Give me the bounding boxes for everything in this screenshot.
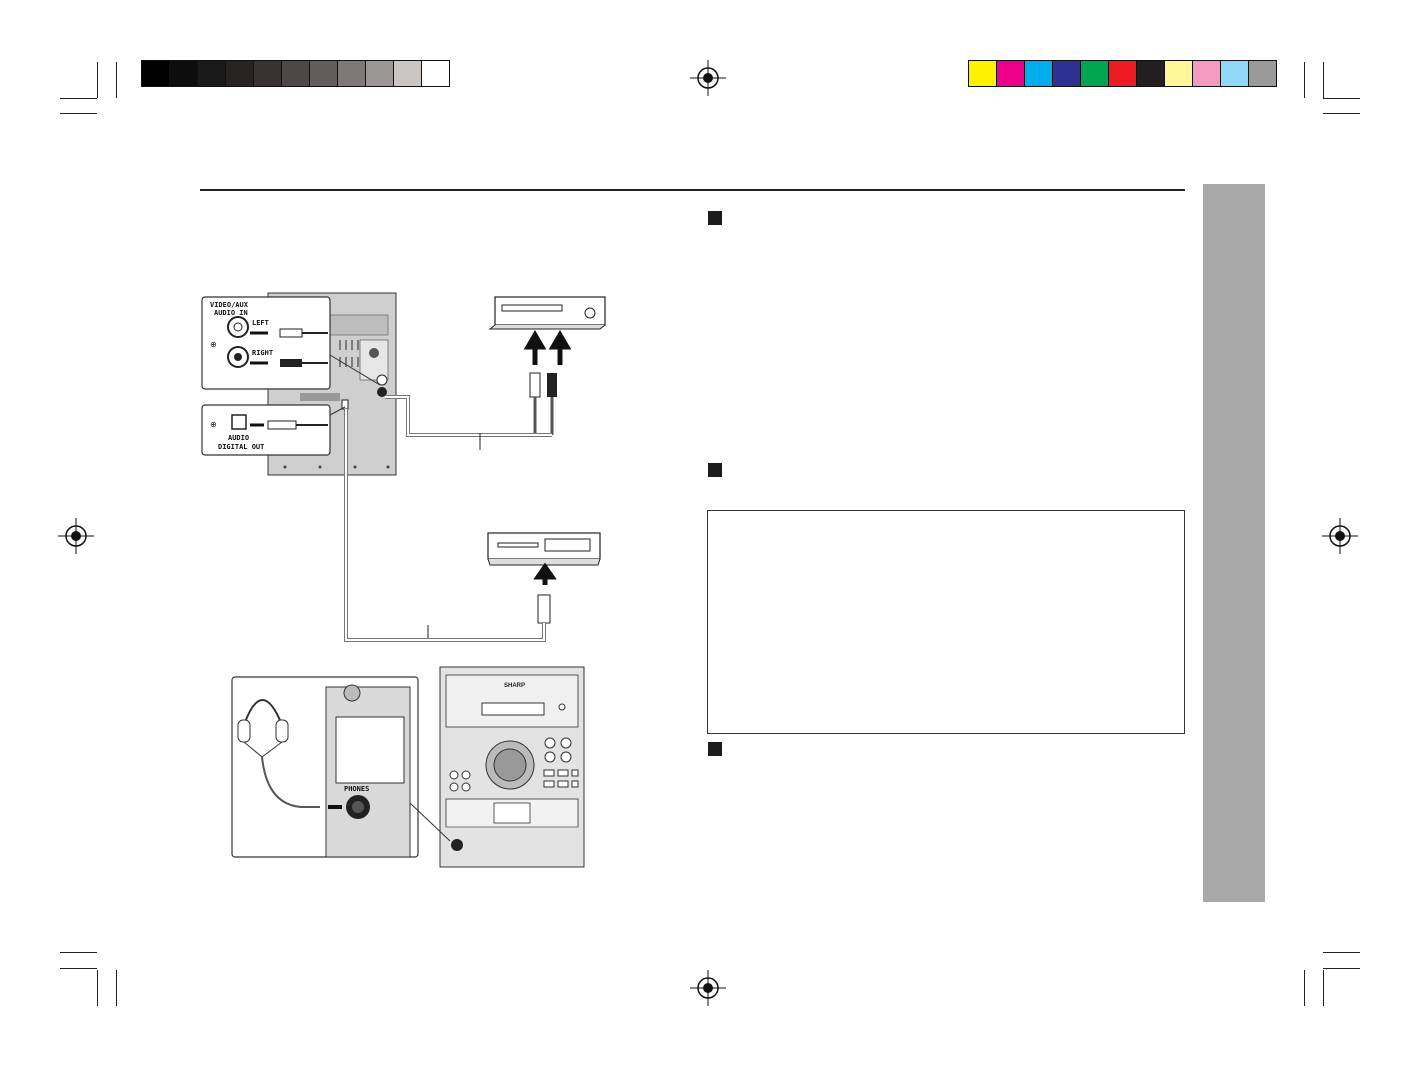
calibration-swatch (197, 60, 226, 87)
aux-left-label: LEFT (252, 319, 269, 327)
crop-mark (1323, 952, 1360, 953)
section-tab (1203, 184, 1265, 902)
header-rule (200, 189, 1185, 191)
calibration-swatch (1108, 60, 1137, 87)
crop-mark (60, 968, 97, 969)
aux-right-label: RIGHT (252, 349, 273, 357)
calibration-swatch (253, 60, 282, 87)
crop-mark (1323, 970, 1324, 1006)
registration-mark-icon (690, 970, 726, 1006)
crop-mark (116, 970, 117, 1006)
recorder-device (487, 532, 601, 566)
svg-text:⊕: ⊕ (210, 340, 217, 349)
calibration-swatch (141, 60, 170, 87)
aux-heading-line1: VIDEO/AUX (210, 301, 249, 309)
crop-mark (1323, 98, 1360, 99)
crop-mark (116, 62, 117, 98)
digital-label-line1: AUDIO (228, 434, 249, 442)
crop-mark (97, 62, 98, 98)
connection-diagram: VIDEO/AUX AUDIO IN LEFT RIGHT ⊕ AUDIO DI… (201, 292, 606, 642)
calibration-swatch (1024, 60, 1053, 87)
calibration-swatch (1136, 60, 1165, 87)
calibration-swatch (281, 60, 310, 87)
calibration-swatch (1080, 60, 1109, 87)
calibration-swatch (1164, 60, 1193, 87)
registration-mark-icon (58, 518, 94, 554)
calibration-swatch (1192, 60, 1221, 87)
headphones-diagram: PHONES SHARP (231, 666, 585, 868)
crop-mark (1304, 970, 1305, 1006)
calibration-swatch (421, 60, 450, 87)
crop-mark (1323, 113, 1360, 114)
calibration-swatch (1052, 60, 1081, 87)
digital-label-line2: DIGITAL OUT (218, 443, 264, 451)
section-bullet (708, 211, 722, 225)
note-box (707, 510, 1185, 734)
vcr-device (488, 296, 606, 330)
calibration-swatch (968, 60, 997, 87)
crop-mark (1304, 62, 1305, 98)
crop-mark (1323, 62, 1324, 98)
crop-mark (60, 952, 97, 953)
calibration-swatch (225, 60, 254, 87)
calibration-swatch (169, 60, 198, 87)
svg-text:⊕: ⊕ (210, 420, 217, 429)
main-unit-front: SHARP (439, 666, 585, 868)
calibration-swatch (365, 60, 394, 87)
phones-label: PHONES (344, 785, 369, 793)
calibration-swatch (393, 60, 422, 87)
crop-mark (1323, 968, 1360, 969)
section-bullet (708, 742, 722, 756)
section-bullet (708, 463, 722, 477)
crop-mark (60, 113, 97, 114)
calibration-swatch (337, 60, 366, 87)
calibration-swatch (1248, 60, 1277, 87)
crop-mark (97, 970, 98, 1006)
aux-heading-line2: AUDIO IN (214, 309, 248, 317)
brand-logo: SHARP (504, 683, 525, 689)
calibration-swatch (309, 60, 338, 87)
calibration-swatch (1220, 60, 1249, 87)
calibration-swatch (996, 60, 1025, 87)
registration-mark-icon (1322, 518, 1358, 554)
crop-mark (60, 98, 97, 99)
registration-mark-icon (690, 60, 726, 96)
